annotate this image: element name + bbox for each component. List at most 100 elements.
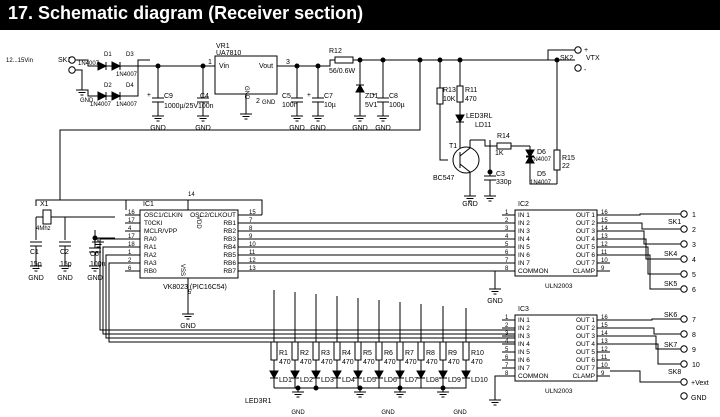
ic2-pin-number: 12 bbox=[601, 242, 608, 248]
resistor-value: 1K bbox=[495, 150, 504, 157]
resistor-value: 470 bbox=[426, 359, 438, 366]
terminal-number: 7 bbox=[692, 317, 696, 324]
junction-dot bbox=[554, 57, 560, 63]
junction-dot bbox=[92, 235, 98, 241]
terminal bbox=[680, 285, 688, 293]
ic3-pin-label: OUT 1 bbox=[576, 317, 595, 324]
ic1-pin-number: 5 bbox=[188, 290, 192, 296]
ic1-pin-number: 15 bbox=[249, 210, 256, 216]
bus-line bbox=[102, 246, 515, 335]
diode-value: 1N4007 bbox=[116, 72, 138, 78]
ic3-pin-label: IN 3 bbox=[518, 333, 530, 340]
resistor-value: 470 bbox=[465, 96, 477, 103]
wire bbox=[529, 170, 557, 185]
ic1-pin-number: 13 bbox=[249, 266, 256, 272]
ic3-pin-number: 6 bbox=[505, 355, 509, 361]
ic2-pin-number: 8 bbox=[505, 266, 509, 272]
ic2-pin-number: 2 bbox=[505, 218, 509, 224]
capacitor-value: 100µ bbox=[389, 102, 405, 109]
terminal bbox=[680, 392, 688, 400]
resistor-ref: R1 bbox=[279, 350, 288, 357]
regulator-pin-label: Vout bbox=[259, 63, 273, 70]
resistor-value: 470 bbox=[471, 359, 483, 366]
output-wire bbox=[610, 254, 681, 290]
ic1-pin-label: OSC1/CLKIN bbox=[144, 212, 183, 219]
capacitor-ref: C2 bbox=[60, 249, 69, 256]
resistor-ref: R11 bbox=[465, 87, 477, 94]
led-label: LD5 bbox=[363, 377, 376, 384]
ic2-pin-number: 3 bbox=[505, 226, 509, 232]
capacitor-ref: C4 bbox=[200, 93, 209, 100]
connector-label: SK6 bbox=[664, 312, 677, 319]
terminal bbox=[68, 66, 76, 74]
diode-value: 1N4007 bbox=[90, 102, 112, 108]
terminal-number: 3 bbox=[692, 242, 696, 249]
resistor-body bbox=[333, 341, 341, 361]
ground-label: GND bbox=[487, 298, 503, 305]
ic3-ref: IC3 bbox=[518, 306, 529, 313]
connector-label: VTX bbox=[586, 55, 600, 62]
diode-ref: D2 bbox=[104, 83, 112, 89]
diode-symbol bbox=[438, 370, 448, 380]
ic3-pin-number: 15 bbox=[601, 323, 608, 329]
diode-symbol bbox=[374, 370, 384, 380]
ic2-pin-label: OUT 7 bbox=[576, 260, 595, 267]
wire bbox=[126, 199, 263, 215]
led-return bbox=[274, 378, 467, 389]
diode-symbol bbox=[97, 61, 108, 71]
led-label: LD6 bbox=[384, 377, 397, 384]
ground-label: GND bbox=[289, 125, 305, 132]
wire bbox=[547, 49, 575, 60]
ic1-vss: VSS bbox=[179, 264, 185, 276]
ic3-pin-label: OUT 2 bbox=[576, 325, 595, 332]
ic3-pin-number: 1 bbox=[505, 315, 509, 321]
ic3-pin-label: IN 6 bbox=[518, 357, 530, 364]
bus-line bbox=[105, 254, 515, 339]
capacitor-value: 100n bbox=[198, 103, 214, 110]
led-label: LD2 bbox=[300, 377, 313, 384]
ic1-vdd: VDD bbox=[195, 216, 201, 229]
ground-label: GND bbox=[150, 125, 166, 132]
ic1-pin-number: 11 bbox=[249, 250, 256, 256]
output-wire bbox=[610, 246, 681, 275]
ic2-pin-number: 15 bbox=[601, 218, 608, 224]
capacitor-value: 10µ bbox=[324, 102, 336, 109]
led-label: LD7 bbox=[405, 377, 418, 384]
regulator-part: UA7810 bbox=[216, 50, 241, 57]
ground-label: GND bbox=[381, 410, 395, 416]
ic1-pin-label: RA0 bbox=[144, 236, 157, 243]
capacitor-ref: C9 bbox=[164, 93, 173, 100]
ic1-pin-number: 7 bbox=[249, 218, 253, 224]
resistor-value: 56/0.6W bbox=[329, 68, 355, 75]
ic1-pin-number: 18 bbox=[128, 242, 135, 248]
pin-number: 1 bbox=[208, 59, 212, 66]
ic2-pin-number: 4 bbox=[505, 234, 509, 240]
capacitor-ref: C1 bbox=[30, 249, 39, 256]
ic2-pin-number: 13 bbox=[601, 234, 608, 240]
ic2-pin-number: 5 bbox=[505, 242, 509, 248]
resistor-ref: R13 bbox=[443, 87, 456, 94]
ic3-pin-label: OUT 6 bbox=[576, 357, 595, 364]
ic1-pin-label: RB0 bbox=[144, 268, 157, 275]
terminal-number: 4 bbox=[692, 257, 696, 264]
diode-ref: D4 bbox=[126, 83, 134, 89]
connector-label: SK8 bbox=[668, 369, 681, 376]
diode-symbol bbox=[353, 370, 363, 380]
ground-label: GND bbox=[691, 395, 707, 402]
diode-symbol bbox=[269, 370, 279, 380]
ic2-pin-label: IN 2 bbox=[518, 220, 530, 227]
ic3-pin-label: IN 5 bbox=[518, 349, 530, 356]
ic3-pin-label: OUT 3 bbox=[576, 333, 595, 340]
ic1-pin-label: RB7 bbox=[223, 268, 236, 275]
led-label: LD8 bbox=[426, 377, 439, 384]
wire bbox=[459, 140, 471, 157]
ic1-body bbox=[139, 209, 239, 279]
resistor-ref: R5 bbox=[363, 350, 372, 357]
crystal-body bbox=[42, 209, 52, 225]
capacitor-value: 15p bbox=[60, 261, 72, 268]
terminal bbox=[680, 315, 688, 323]
resistor-ref: R14 bbox=[497, 133, 510, 140]
connector-label: SK1 bbox=[668, 219, 681, 226]
ic1-pin-number: 17 bbox=[128, 218, 135, 224]
